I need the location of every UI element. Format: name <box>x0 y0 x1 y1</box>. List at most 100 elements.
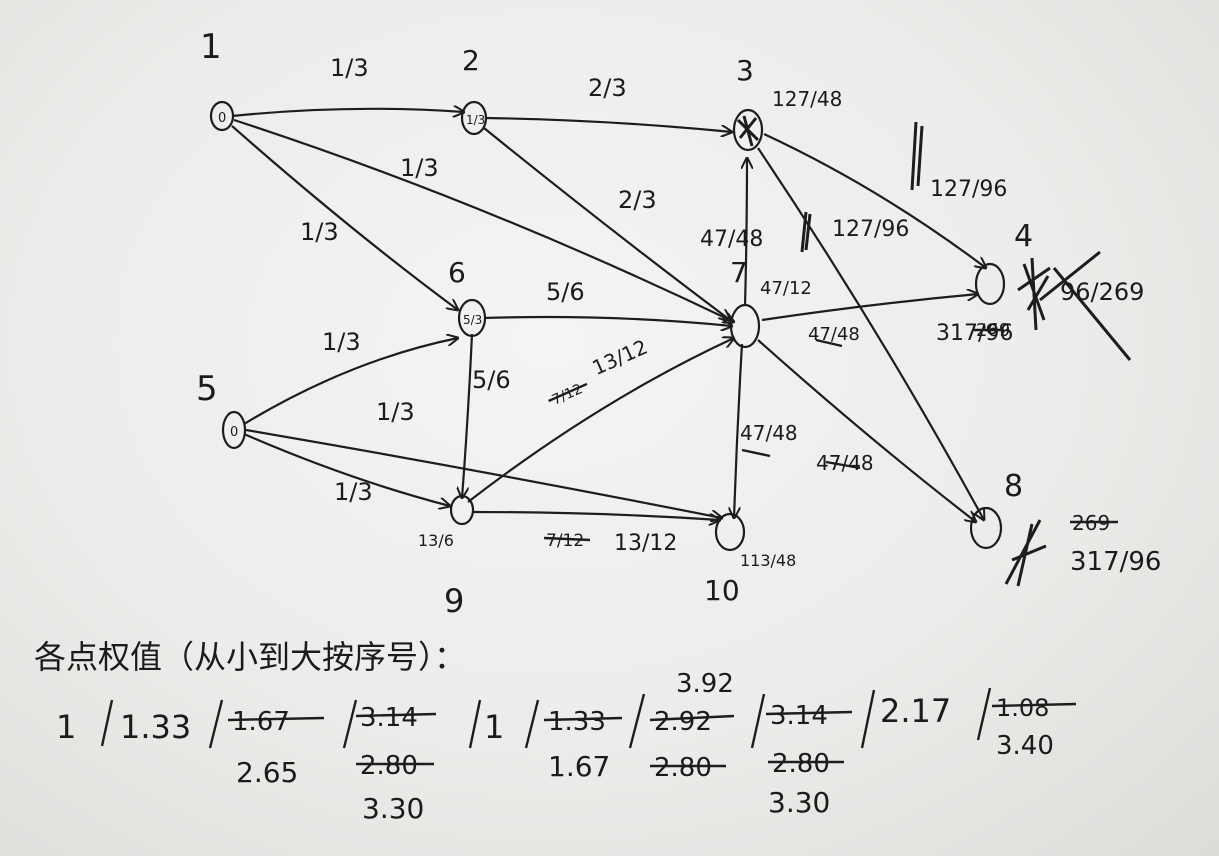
node-9-label: 9 <box>444 582 464 620</box>
footer-value-10-crossed: 1.08 <box>996 694 1049 722</box>
node-3-annotation: 127/48 <box>772 87 842 111</box>
node-4 <box>974 262 1006 306</box>
footer-value-7-crossed-1: 2.92 <box>654 707 712 737</box>
weight-6-7: 5/6 <box>546 278 585 306</box>
weight-7-3: 47/48 <box>700 227 763 252</box>
node-1-value: 0 <box>218 111 226 126</box>
separator-9 <box>976 687 992 741</box>
weight-5-9: 1/3 <box>334 478 373 506</box>
edge-2-3 <box>485 116 732 132</box>
weight-9-7-group: 7/12 13/12 <box>548 335 651 409</box>
node-6-label: 6 <box>448 256 466 289</box>
node-annotations: 127/48 47/12 13/6 113/48 96/269 317/96 2… <box>418 87 1161 587</box>
footer-value-4-crossed-2: 2.80 <box>360 751 418 781</box>
edge-3-4 <box>763 133 986 268</box>
separator-6 <box>628 693 646 749</box>
node-4-label: 4 <box>1014 219 1033 254</box>
strike-9-10 <box>543 536 591 542</box>
strike-value-6 <box>543 716 623 722</box>
weight-1-7: 1/3 <box>400 154 439 182</box>
scribble-3-8 <box>800 211 812 253</box>
node-2-value: 1/3 <box>466 113 485 127</box>
node-3 <box>732 108 764 152</box>
node-5 <box>221 410 247 450</box>
strike-7-10 <box>741 448 771 458</box>
separator-4 <box>468 699 482 749</box>
node-10-annotation: 113/48 <box>740 551 796 570</box>
weight-2-3: 2/3 <box>588 74 627 102</box>
footer-value-3: 2.65 <box>236 756 298 789</box>
edge-7-8 <box>757 339 976 522</box>
edge-9-7 <box>467 338 734 503</box>
weight-1-6: 1/3 <box>300 218 339 246</box>
weight-7-10: 47/48 <box>740 421 798 445</box>
separator-3 <box>342 699 358 749</box>
node-8-label: 8 <box>1004 469 1023 504</box>
footer-value-7-crossed-2: 2.80 <box>654 753 712 783</box>
footer-value-7: 3.92 <box>676 669 734 699</box>
node-6-value: 5/3 <box>463 313 482 327</box>
weight-7-8: 47/48 <box>816 451 874 475</box>
weight-2-7: 2/3 <box>618 186 657 214</box>
edge-9-10 <box>471 510 720 520</box>
node-7 <box>729 303 761 349</box>
strike-9-7 <box>548 382 588 403</box>
edge-1-7 <box>233 118 734 322</box>
footer-value-10: 3.40 <box>996 731 1054 761</box>
footer-value-1: 1 <box>56 708 76 746</box>
strike-value-4a <box>355 712 437 718</box>
separator-1 <box>100 699 114 747</box>
node-4-annotation: 317/96 <box>936 321 1013 346</box>
scribble-3-4 <box>910 121 924 191</box>
footer-value-8: 3.30 <box>768 786 830 819</box>
node-1 <box>209 100 235 132</box>
node-7-annotation: 47/12 <box>760 278 812 299</box>
edge-6-9 <box>462 333 474 498</box>
node-9 <box>449 494 475 526</box>
node-10-label: 10 <box>704 574 740 607</box>
strike-value-3 <box>227 716 325 722</box>
weight-9-10: 13/12 <box>614 531 677 556</box>
edge-5-9 <box>243 432 450 506</box>
separator-5 <box>524 699 540 749</box>
weight-6-9: 5/6 <box>472 366 511 394</box>
weight-5-6: 1/3 <box>322 328 361 356</box>
edge-7-10 <box>734 343 744 518</box>
footer-value-6-crossed: 1.33 <box>548 707 606 737</box>
edge-2-7 <box>483 127 730 320</box>
separator-8 <box>860 689 876 749</box>
node-3-scribble <box>736 115 760 147</box>
strike-value-7a <box>649 714 735 722</box>
weight-9-7: 13/12 <box>589 335 651 380</box>
node-3-label: 3 <box>736 54 754 87</box>
weight-7-4: 47/48 <box>808 324 860 345</box>
separator-7 <box>750 693 766 749</box>
footer-value-3-crossed: 1.67 <box>232 707 290 737</box>
node-4-scribble-strike <box>1039 250 1132 361</box>
edge-1-6 <box>231 125 458 310</box>
footer-value-4-crossed-1: 3.14 <box>360 703 418 733</box>
edge-5-6 <box>243 338 458 425</box>
footer-value-2: 1.33 <box>120 708 191 746</box>
footer-heading: 各点权值（从小到大按序号）： <box>34 638 466 676</box>
node-4-scribble <box>1017 257 1051 331</box>
footer-value-8-crossed-1: 3.14 <box>770 701 828 731</box>
edge-weights: 1/3 1/3 1/3 2/3 2/3 5/6 5/6 1/3 1/3 1/3 … <box>300 54 1007 556</box>
footer-value-5: 1 <box>484 708 504 746</box>
node-7-label: 7 <box>730 256 748 289</box>
strike-7-8 <box>825 460 861 470</box>
node-8-scribble <box>1004 519 1047 587</box>
edge-7-4 <box>761 294 978 322</box>
strike-value-8a <box>765 710 853 716</box>
weight-1-2: 1/3 <box>330 54 369 82</box>
edge-7-3 <box>745 158 747 307</box>
edge-1-2 <box>231 109 464 116</box>
node-1-label: 1 <box>200 27 222 67</box>
weight-3-4: 127/96 <box>930 177 1007 202</box>
footer-value-6: 1.67 <box>548 750 610 783</box>
node-2-label: 2 <box>462 44 480 77</box>
node-2 <box>460 100 488 136</box>
node-5-label: 5 <box>196 369 218 409</box>
